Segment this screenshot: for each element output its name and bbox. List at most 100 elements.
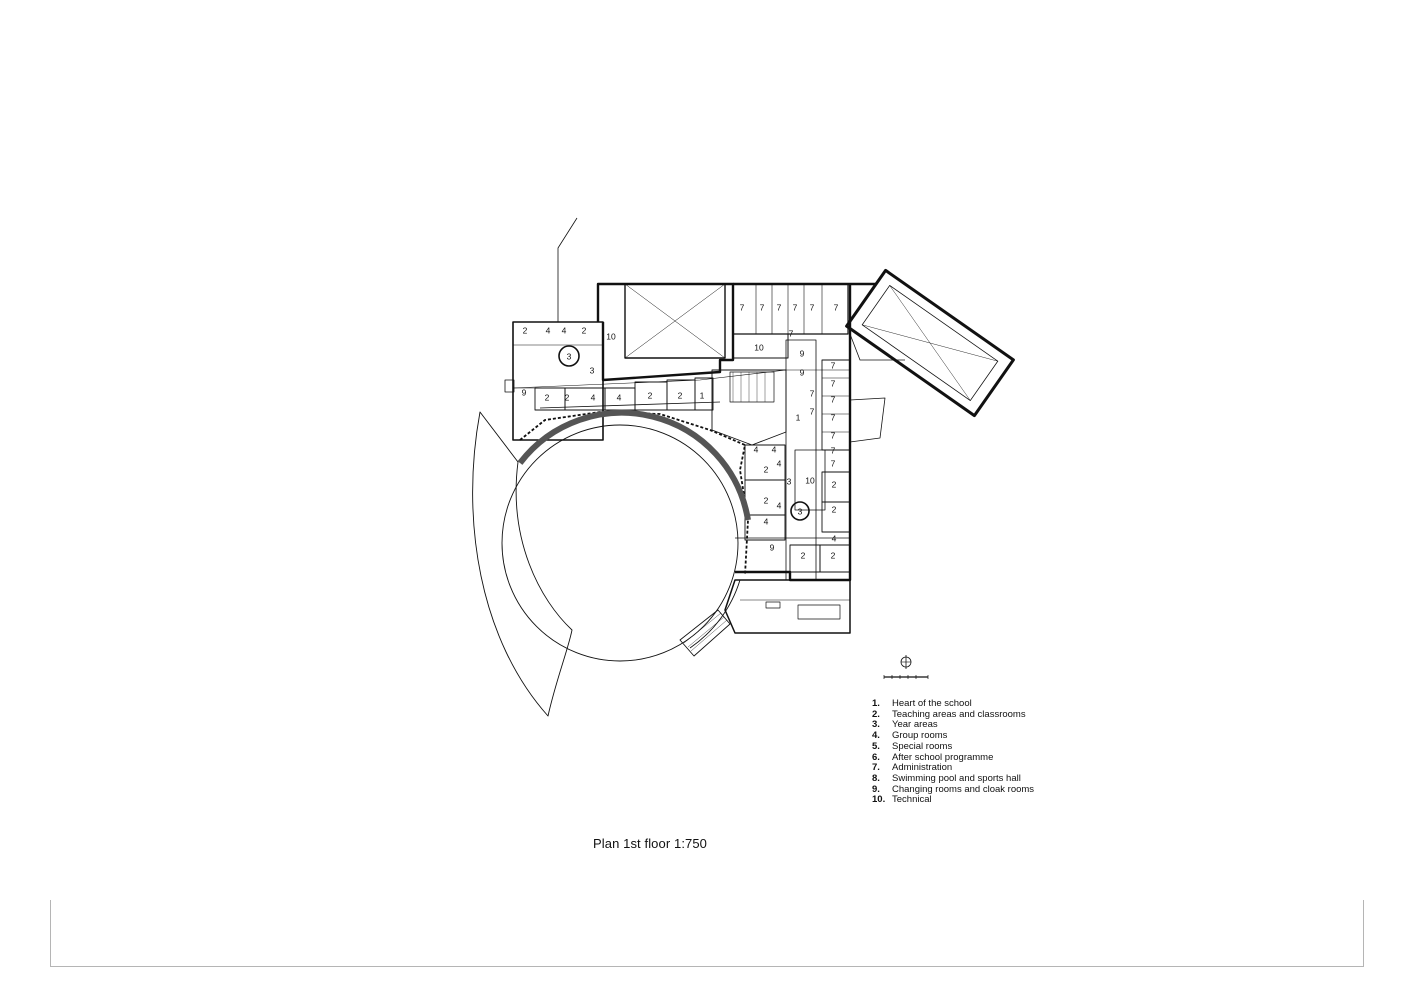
legend-number: 7. — [872, 762, 880, 774]
legend-text: Technical — [892, 794, 932, 806]
room-label-2: 2 — [565, 392, 570, 402]
inner-facade — [519, 411, 749, 576]
room-label-10: 10 — [606, 331, 616, 341]
staircase — [729, 371, 775, 403]
room-label-4: 4 — [832, 533, 837, 543]
room-label-2: 2 — [831, 550, 836, 560]
room-label-4: 4 — [777, 458, 782, 468]
room-label-2: 2 — [678, 390, 683, 400]
room-label-4: 4 — [562, 325, 567, 335]
room-label-7: 7 — [831, 412, 836, 422]
stepped-seating — [679, 609, 731, 657]
room-label-7: 7 — [789, 328, 794, 338]
room-label-1: 1 — [700, 390, 705, 400]
room-label-2: 2 — [832, 479, 837, 489]
room-label-7: 7 — [831, 445, 836, 455]
north-arrow-icon — [883, 655, 929, 679]
title-block-frame — [50, 900, 1364, 967]
room-label-7: 7 — [834, 302, 839, 312]
room-label-4: 4 — [546, 325, 551, 335]
east-canopy — [849, 397, 886, 443]
room-label-2: 2 — [764, 495, 769, 505]
legend-item: 9. Changing rooms and cloak rooms — [872, 783, 1035, 796]
legend-item: 4. Group rooms — [872, 730, 1034, 742]
legend-number: 10. — [872, 794, 886, 806]
legend: 1. Heart of the school 2. Teaching areas a… — [872, 698, 1035, 806]
room-label-7: 7 — [810, 406, 815, 416]
room-label-9: 9 — [800, 367, 805, 377]
room-label-2: 2 — [523, 325, 528, 335]
room-label-9: 9 — [770, 542, 775, 552]
room-label-2: 2 — [648, 390, 653, 400]
room-label-7: 7 — [831, 360, 836, 370]
room-label-1: 1 — [796, 412, 801, 422]
room-label-10: 10 — [754, 342, 764, 352]
plan-title: Plan 1st floor 1:750 — [593, 836, 708, 851]
legend-number: 2. — [872, 708, 880, 720]
room-label-7: 7 — [793, 302, 798, 312]
legend-text: After school programme — [892, 751, 994, 763]
room-label-3: 3 — [787, 476, 792, 486]
room-label-3: 3 — [567, 351, 572, 361]
corridor-band — [512, 369, 850, 389]
legend-text: Changing rooms and cloak rooms — [892, 783, 1035, 795]
site-line — [557, 217, 578, 322]
legend-text: Heart of the school — [892, 698, 972, 709]
room-label-7: 7 — [810, 388, 815, 398]
legend-item: 2. Teaching areas and classrooms — [872, 708, 1034, 721]
room-label-10: 10 — [805, 475, 815, 485]
room-label-9: 9 — [522, 387, 527, 397]
courtyard-band — [517, 409, 751, 521]
room-label-2: 2 — [764, 464, 769, 474]
landscape-leaf — [472, 411, 573, 717]
legend-text: Group rooms — [892, 730, 948, 742]
legend-item: 3. Year areas — [872, 720, 1034, 731]
legend-item: 6. After school programme — [872, 751, 1034, 764]
room-label-4: 4 — [754, 444, 759, 454]
year-area-drum-south — [790, 501, 810, 521]
legend-number: 5. — [872, 740, 880, 752]
room-label-7: 7 — [831, 430, 836, 440]
legend-text: Teaching areas and classrooms — [892, 708, 1026, 720]
room-label-9: 9 — [800, 348, 805, 358]
room-label-2: 2 — [545, 392, 550, 402]
legend-item: 1. Heart of the school — [872, 698, 1034, 710]
room-label-2: 2 — [801, 550, 806, 560]
legend-item: 8. Swimming pool and sports hall — [872, 772, 1034, 785]
room-label-7: 7 — [810, 302, 815, 312]
legend-number: 9. — [872, 783, 880, 795]
legend-number: 6. — [872, 751, 880, 763]
pool-wing — [724, 579, 851, 634]
legend-number: 4. — [872, 730, 880, 742]
room-label-7: 7 — [740, 302, 745, 312]
legend-item: 7. Administration — [872, 763, 1034, 774]
room-label-4: 4 — [764, 516, 769, 526]
legend-text: Special rooms — [892, 740, 953, 752]
room-label-3: 3 — [590, 365, 595, 375]
technical-hall — [624, 283, 726, 359]
legend-number: 3. — [872, 719, 880, 731]
room-label-4: 4 — [617, 392, 622, 402]
room-label-3: 3 — [798, 506, 803, 516]
legend-number: 8. — [872, 772, 880, 784]
room-label-7: 7 — [831, 458, 836, 468]
room-label-7: 7 — [760, 302, 765, 312]
room-label-4: 4 — [772, 444, 777, 454]
west-wing — [512, 321, 604, 441]
legend-text: Swimming pool and sports hall — [892, 772, 1021, 784]
atrium — [711, 369, 787, 446]
room-label-4: 4 — [591, 392, 596, 402]
legend-text: Administration — [892, 762, 953, 774]
room-label-2: 2 — [832, 504, 837, 514]
room-label-4: 4 — [777, 500, 782, 510]
sports-hall-wing — [845, 268, 1015, 418]
courtyard-circle — [501, 424, 739, 662]
legend-item: 5. Special rooms — [872, 740, 1034, 753]
legend-number: 1. — [872, 698, 880, 709]
north-block — [596, 282, 735, 382]
room-label-7: 7 — [831, 378, 836, 388]
room-label-7: 7 — [831, 394, 836, 404]
year-area-drum-west — [558, 345, 580, 367]
legend-item: 10. Technical — [872, 795, 1034, 806]
legend-text: Year areas — [892, 719, 938, 731]
